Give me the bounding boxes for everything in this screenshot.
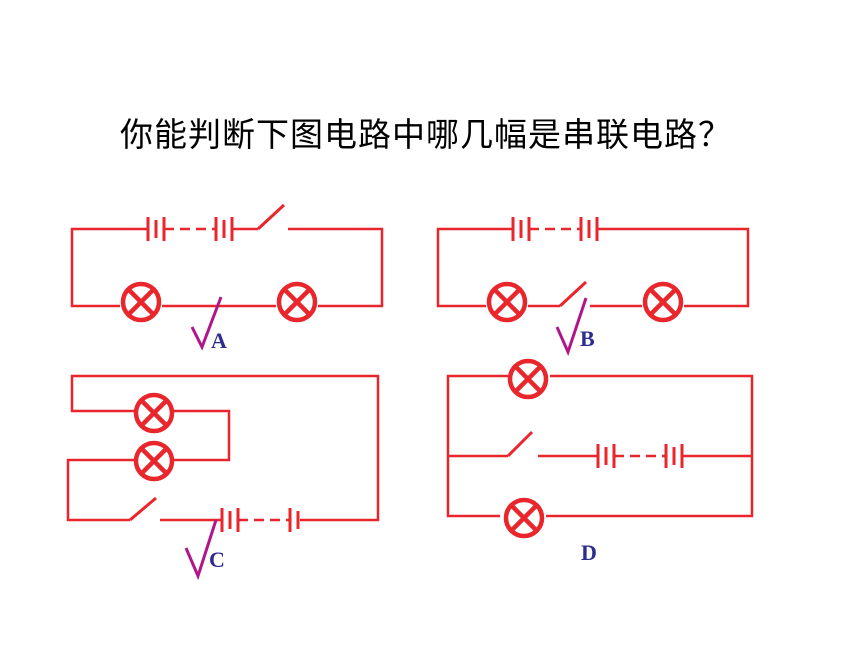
lamp-icon: [136, 395, 172, 431]
circuit-a: [70, 203, 384, 308]
circuit-label-b: B: [580, 326, 595, 351]
switch-icon: [256, 203, 286, 231]
wire: [288, 227, 384, 308]
lamp-icon: [645, 284, 681, 320]
lamp-icon: [506, 500, 542, 536]
circuit-label-c: C: [209, 547, 225, 572]
lamp-icon: [123, 284, 159, 320]
wire: [597, 227, 750, 308]
wire: [446, 374, 508, 518]
check-mark-icon: [190, 296, 223, 351]
battery-icon: [220, 508, 240, 532]
wire: [70, 374, 380, 522]
circuit-b: [436, 217, 750, 308]
battery-icon: [579, 217, 599, 241]
circuit-label-d: D: [581, 540, 597, 565]
battery-icon: [511, 217, 531, 241]
lamp-icon: [279, 284, 315, 320]
check-mark-icon: [184, 519, 218, 581]
lamp-icon: [136, 443, 172, 479]
battery-icon: [214, 217, 234, 241]
battery-icon: [146, 217, 166, 241]
switch-icon: [506, 430, 534, 458]
wire: [436, 227, 513, 308]
switch-icon: [129, 496, 157, 522]
battery-icon: [288, 508, 300, 532]
check-mark-icon: [555, 297, 588, 357]
switch-icon: [558, 280, 588, 308]
lamp-icon: [489, 284, 525, 320]
circuit-c: [66, 374, 380, 532]
circuit-label-a: A: [211, 328, 227, 353]
question-title: 你能判断下图电路中哪几幅是串联电路？: [120, 115, 732, 154]
wire: [70, 227, 148, 308]
circuit-d: [446, 374, 754, 518]
lamp-icon: [510, 361, 546, 397]
wire: [174, 409, 231, 462]
battery-icon: [596, 444, 616, 468]
battery-icon: [664, 444, 684, 468]
wire: [546, 374, 754, 518]
wire: [66, 458, 134, 522]
